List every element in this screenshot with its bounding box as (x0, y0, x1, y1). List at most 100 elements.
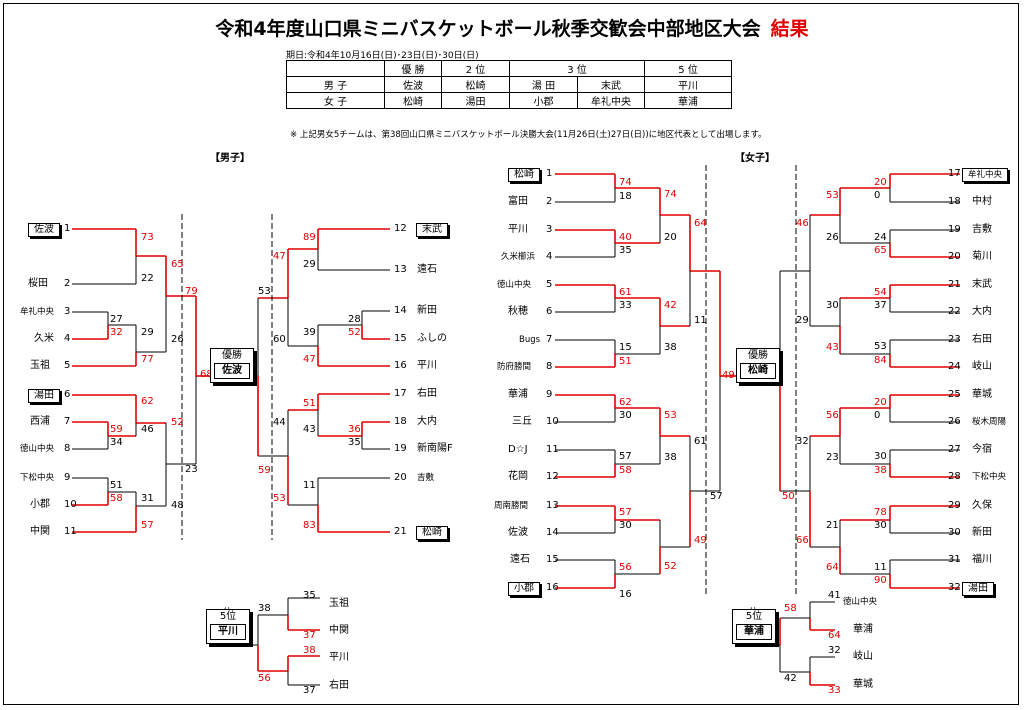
seed-number: 12 (394, 223, 407, 234)
team-name: 平川 (508, 224, 528, 235)
seed-number: 16 (394, 360, 407, 371)
score: 30 (874, 451, 887, 462)
score: 42 (784, 673, 797, 684)
score: 65 (171, 259, 184, 270)
team-name: 牟礼中央 (20, 307, 55, 317)
score: 15 (619, 342, 632, 353)
score: 37 (874, 300, 887, 311)
seed-number: 24 (948, 361, 961, 372)
score: 78 (874, 507, 887, 518)
seed-number: 16 (546, 582, 559, 593)
seed-number: 21 (394, 526, 407, 537)
seed-number: 26 (948, 416, 961, 427)
seed-number: 8 (546, 361, 553, 372)
team-name: 岐山 (972, 361, 992, 372)
score: 36 (348, 424, 361, 435)
second-place: 湯田 (441, 92, 510, 109)
score: 57 (710, 491, 723, 502)
team-name: 湯田 (28, 389, 60, 403)
score: 52 (664, 561, 677, 572)
team-name: 末武 (416, 223, 448, 237)
score: 22 (141, 273, 154, 284)
score: 18 (619, 191, 632, 202)
seed-number: 1 (546, 168, 553, 179)
team-name: 久米 (34, 333, 54, 344)
boys-fifth: 平川 (210, 624, 246, 640)
seed-number: 7 (64, 416, 71, 427)
score: 73 (141, 232, 154, 243)
seed-number: 15 (546, 554, 559, 565)
score: 40 (619, 232, 632, 243)
score: 0 (874, 190, 881, 201)
team-name: 新田 (417, 305, 437, 316)
seed-number: 13 (546, 500, 559, 511)
seed-number: 18 (948, 196, 961, 207)
seed-number: 29 (948, 500, 961, 511)
seed-number: 25 (948, 389, 961, 400)
score: 49 (722, 370, 735, 381)
team-name: 菊川 (972, 251, 992, 262)
team-name: 平川 (329, 652, 349, 663)
seed-number: 3 (64, 306, 71, 317)
score: 33 (828, 685, 841, 696)
seed-number: 17 (394, 388, 407, 399)
team-name: 吉敷 (972, 224, 992, 235)
score: 30 (874, 520, 887, 531)
team-name: 下松中央 (20, 473, 55, 483)
score: 57 (619, 507, 632, 518)
score: 64 (694, 218, 707, 229)
team-name: 中関 (329, 625, 349, 636)
team-name: 徳山中央 (843, 597, 878, 607)
score: 57 (619, 451, 632, 462)
score: 47 (273, 251, 286, 262)
score: 38 (258, 603, 271, 614)
team-name: 大内 (972, 306, 992, 317)
score: 32 (796, 436, 809, 447)
third-place: 牟礼中央 (577, 92, 645, 109)
score: 39 (303, 327, 316, 338)
first-place: 松崎 (384, 92, 442, 109)
team-name: 華浦 (508, 389, 528, 400)
seed-number: 9 (546, 389, 553, 400)
score: 89 (303, 232, 316, 243)
score: 43 (826, 342, 839, 353)
team-name: 久米櫛浜 (501, 252, 536, 262)
score: 56 (619, 562, 632, 573)
score: 35 (619, 245, 632, 256)
score: 48 (171, 500, 184, 511)
girls-fifth: 華浦 (736, 624, 772, 640)
seed-number: 5 (546, 279, 553, 290)
qualification-note: ※ 上記男女5チームは、第38回山口県ミニバスケットボール決勝大会(11月26日… (290, 130, 767, 140)
score: 51 (110, 480, 123, 491)
score: 50 (782, 491, 795, 502)
score: 58 (784, 603, 797, 614)
team-name: 佐波 (28, 223, 60, 237)
team-name: 小郡 (508, 582, 540, 596)
team-name: 秋穂 (508, 306, 528, 317)
boys-champion: 佐波 (214, 363, 250, 379)
score: 62 (141, 396, 154, 407)
team-name: 富田 (508, 196, 528, 207)
score: 51 (303, 398, 316, 409)
team-name: 徳山中央 (497, 280, 532, 290)
score: 68 (200, 369, 213, 380)
score: 60 (273, 334, 286, 345)
seed-number: 10 (64, 499, 77, 510)
team-name: 新田 (972, 527, 992, 538)
seed-number: 21 (948, 279, 961, 290)
seed-number: 18 (394, 416, 407, 427)
team-name: 華城 (972, 389, 992, 400)
team-name: Bugs (519, 335, 541, 345)
seed-number: 1 (64, 223, 71, 234)
seed-number: 28 (948, 471, 961, 482)
seed-number: 31 (948, 554, 961, 565)
team-name: 久保 (972, 500, 992, 511)
score: 66 (796, 535, 809, 546)
score: 53 (273, 493, 286, 504)
score: 20 (664, 232, 677, 243)
score: 26 (171, 334, 184, 345)
score: 90 (874, 575, 887, 586)
seed-number: 19 (394, 443, 407, 454)
score: 56 (826, 410, 839, 421)
